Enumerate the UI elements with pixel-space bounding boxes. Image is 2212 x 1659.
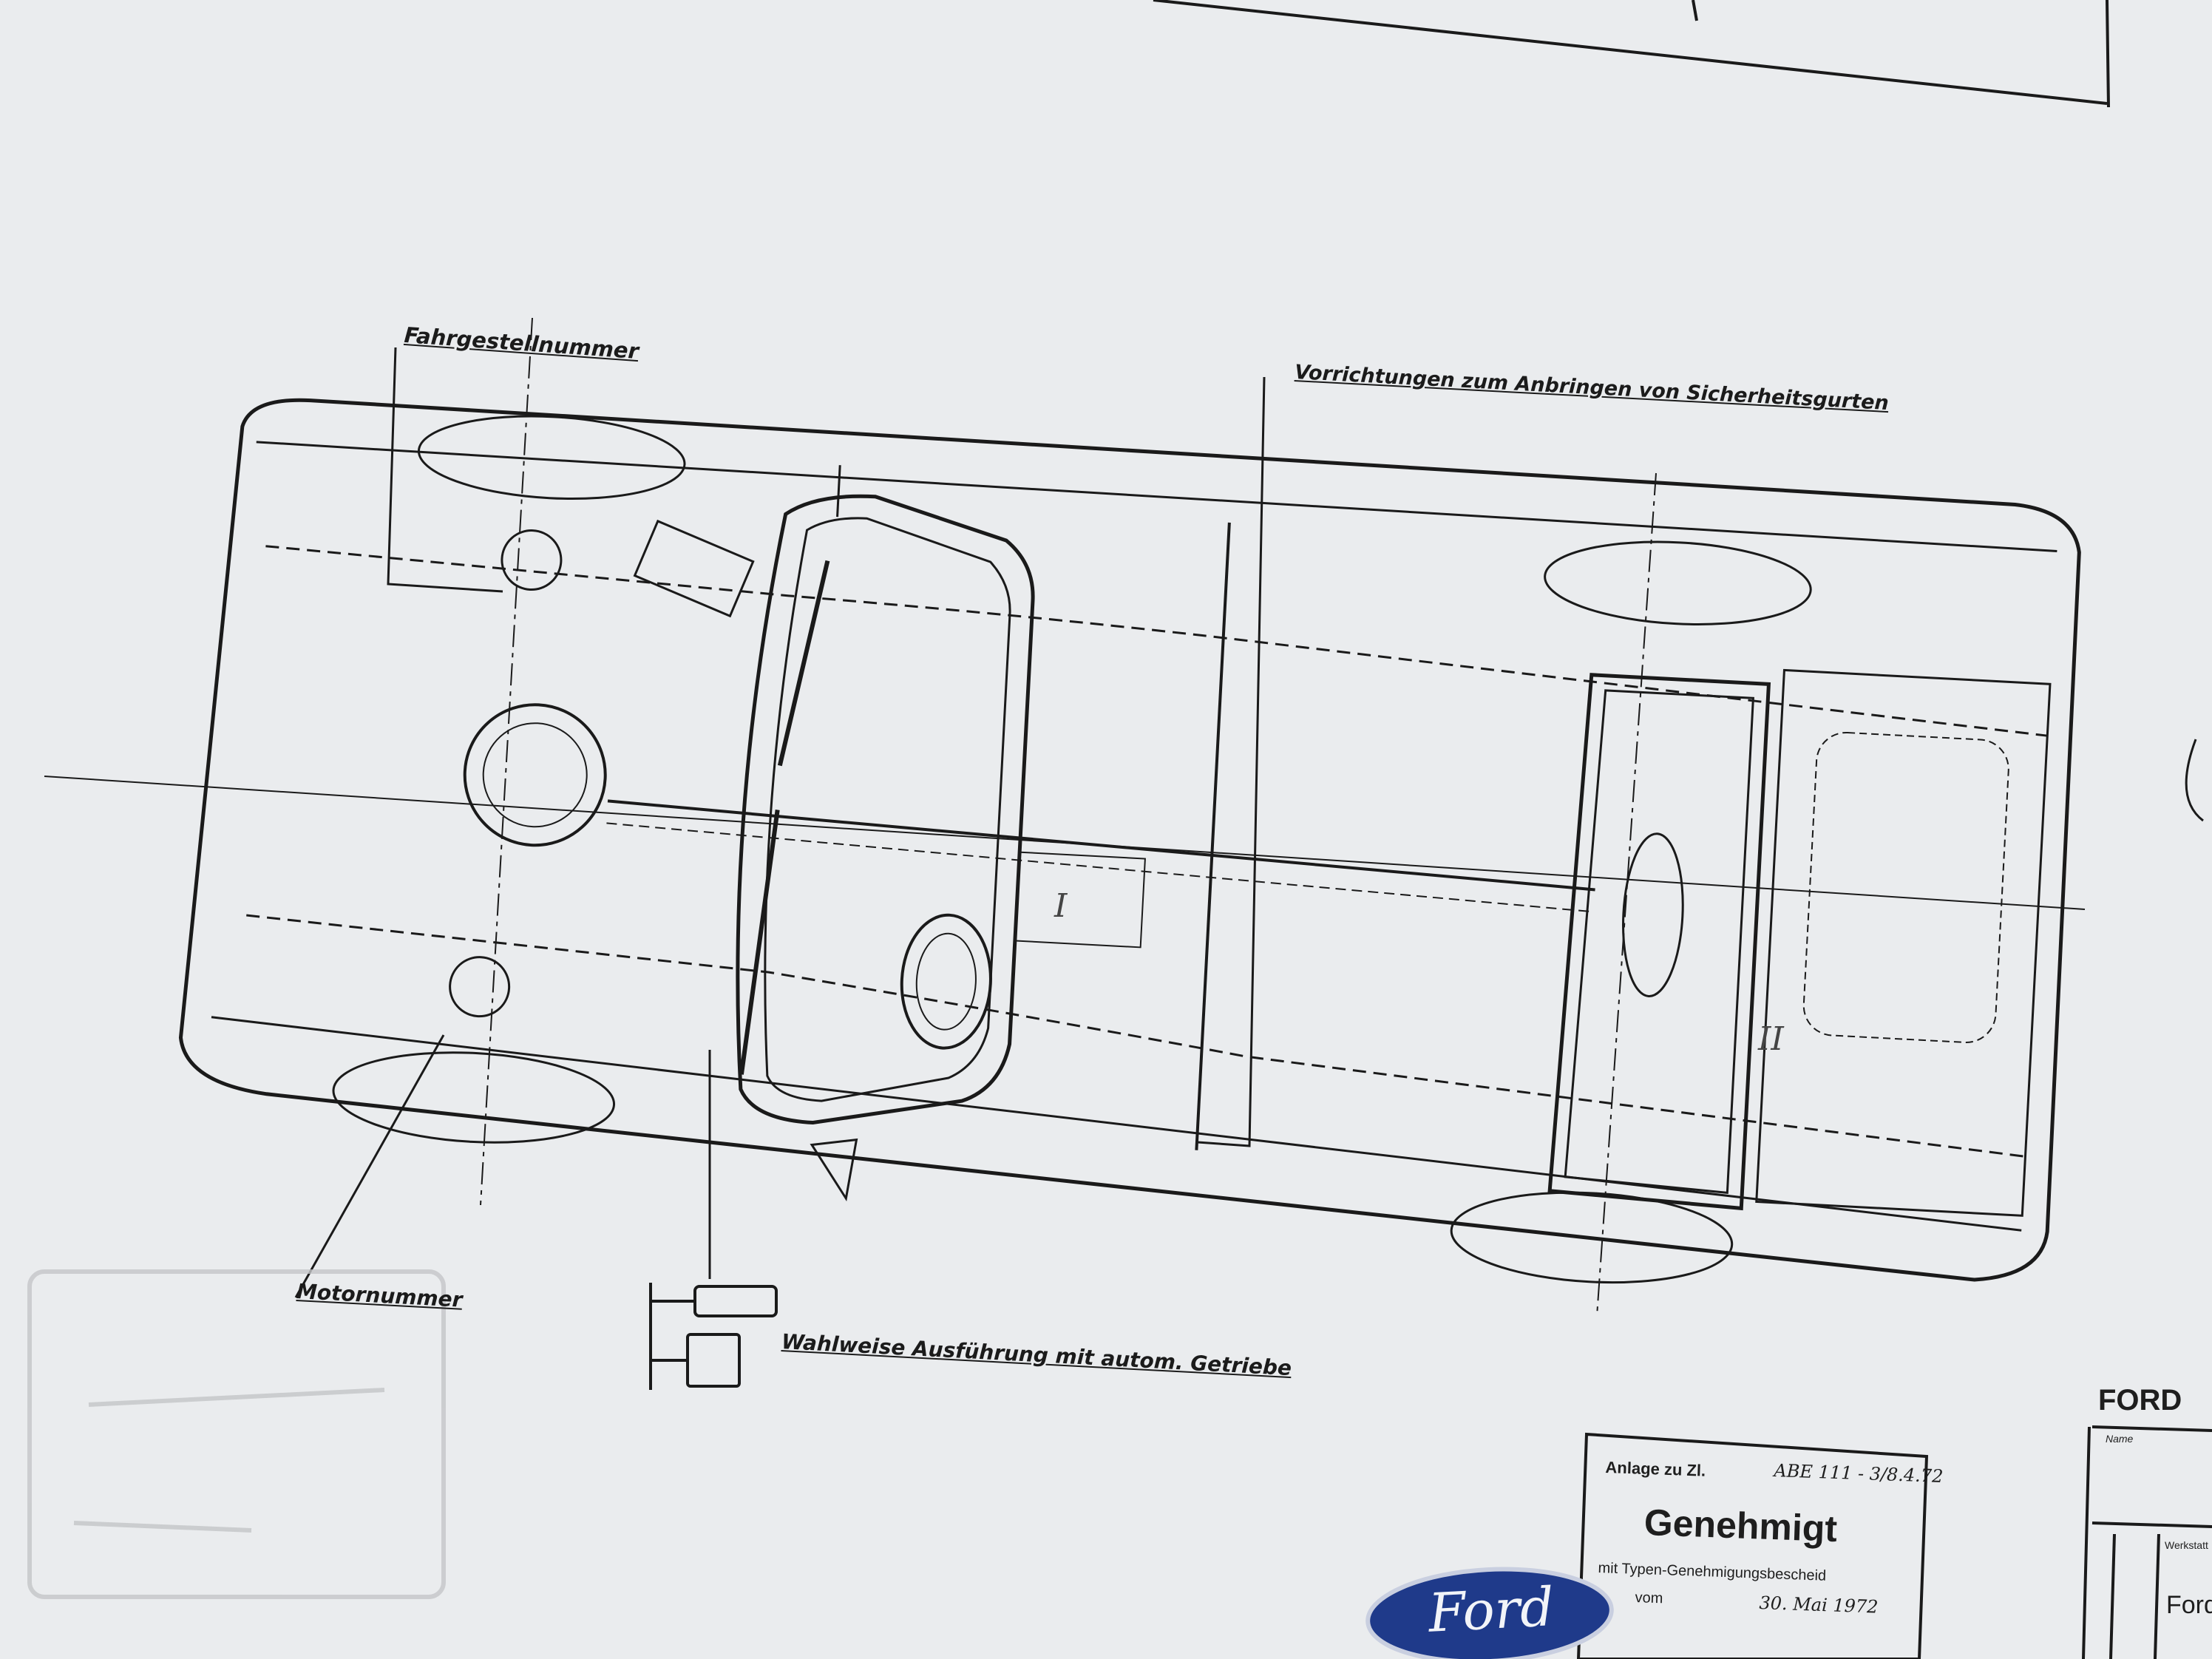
- title-block-field-workshop: Werkstatt: [2165, 1539, 2208, 1551]
- car-outline: [178, 398, 2081, 1284]
- stamp-title: Genehmigt: [1643, 1501, 1838, 1550]
- label-mark-one: I: [1054, 887, 1068, 925]
- title-block-header: FORD: [2098, 1384, 2182, 1417]
- title-block-brand-cell: Ford: [2166, 1591, 2212, 1619]
- automatic-transmission-symbol: [649, 1283, 778, 1390]
- leader-lines: [294, 347, 1266, 1298]
- label-mark-two: II: [1758, 1020, 1784, 1058]
- title-block-field-name: Name: [2106, 1433, 2134, 1445]
- axis-lines: [44, 317, 2086, 1317]
- top-frame: [1153, 0, 2110, 108]
- ford-logo-mark: [1365, 1567, 1614, 1659]
- ford-logo-text: Ford: [1427, 1575, 1556, 1644]
- stamp-date-label: vom: [1635, 1590, 1663, 1607]
- stamp-annex-label: Anlage zu Zl.: [1605, 1458, 1706, 1480]
- stamp-date-value: 30. Mai 1972: [1759, 1592, 1879, 1618]
- signature-scribble: [2185, 739, 2204, 822]
- title-block-frame: [2082, 1425, 2212, 1659]
- faint-scribbles: [27, 1269, 446, 1599]
